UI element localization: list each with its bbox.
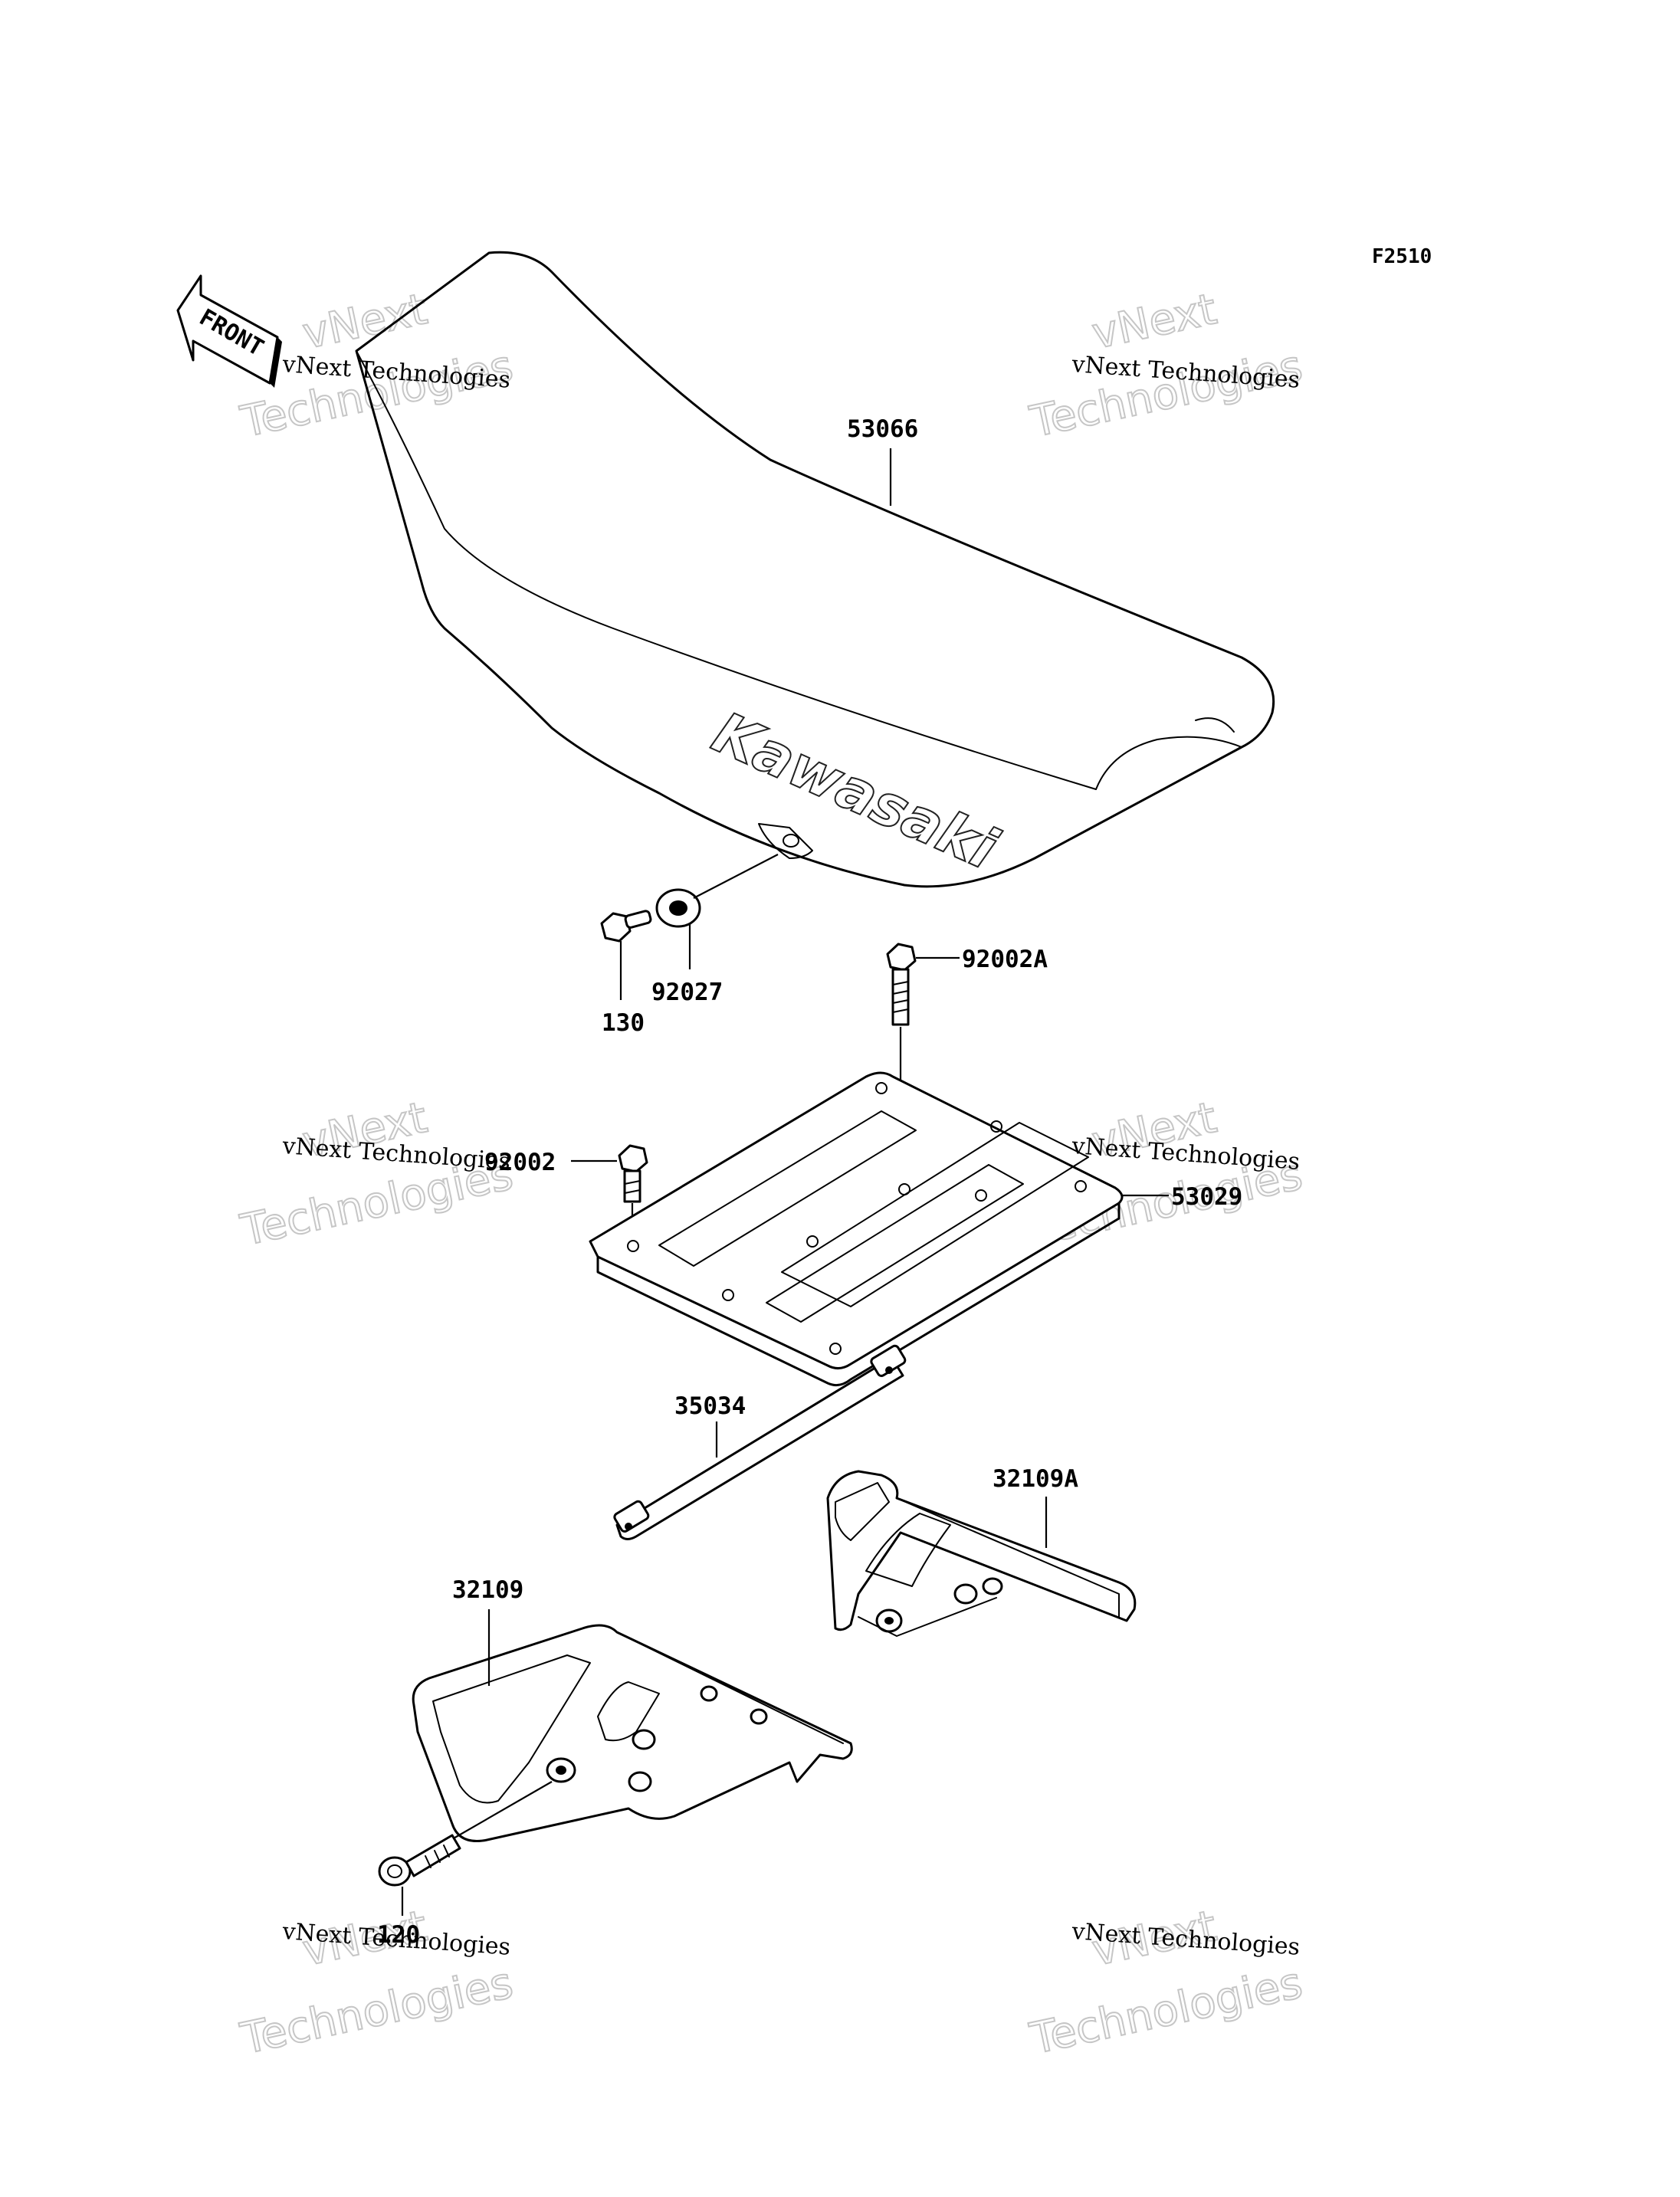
label-53066: 53066: [847, 415, 918, 443]
watermark-big-bottom: Technologies: [236, 1958, 517, 2064]
watermark-big-top: vNext: [1088, 284, 1221, 359]
label-92002A: 92002A: [962, 946, 1048, 973]
label-130: 130: [602, 1009, 645, 1037]
label-92027: 92027: [651, 979, 723, 1006]
bolt-92002A: 92002A: [886, 943, 1048, 1188]
watermark-mid-left: vNext Technologies vNext Technologies: [235, 1092, 517, 1257]
label-35034: 35034: [674, 1392, 746, 1420]
bolt-130: 130: [600, 910, 652, 1037]
watermark-top-right: vNext Technologies vNext Technologies: [1025, 284, 1307, 448]
label-32109A: 32109A: [993, 1465, 1078, 1493]
figure-code: F2510: [1372, 245, 1432, 268]
front-arrow-icon: FRONT: [176, 274, 282, 388]
bolt-120: 120: [377, 1834, 461, 1949]
watermark-big-top: vNext: [298, 284, 431, 359]
label-32109: 32109: [452, 1576, 523, 1604]
watermark-big-bottom: Technologies: [1025, 1958, 1306, 2064]
grommet-92027: 92027: [651, 854, 779, 1006]
bracket-32109A: 32109A: [826, 1465, 1137, 1637]
label-120: 120: [377, 1921, 420, 1949]
watermark-bottom-right: vNext Technologies vNext Technologies: [1025, 1900, 1307, 2065]
bracket-32109: 32109: [412, 1576, 853, 1842]
label-92002: 92002: [484, 1149, 556, 1176]
seat-base-53029: 53029: [589, 1071, 1242, 1387]
brand-kawasaki: Kawasaki: [704, 700, 1008, 884]
bolt-92002: 92002: [484, 1144, 648, 1245]
watermark-top-left: vNext Technologies vNext Technologies: [235, 284, 517, 448]
label-53029: 53029: [1171, 1183, 1242, 1211]
strap-35034: 35034: [613, 1344, 907, 1540]
